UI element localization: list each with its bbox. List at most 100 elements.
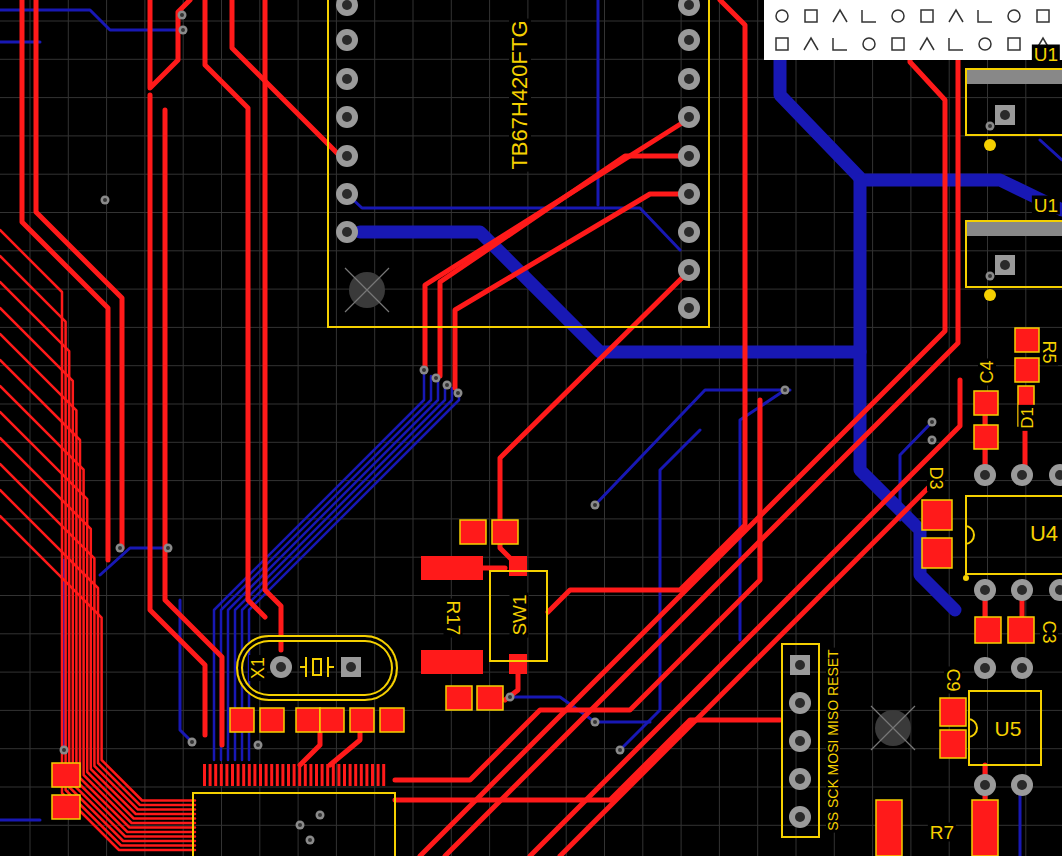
qfp-pin: [321, 764, 324, 786]
component-outline: U4: [965, 495, 1062, 575]
qfp-pin: [360, 764, 363, 786]
reference-designator: U1: [1032, 45, 1060, 64]
drill-hole: [980, 585, 990, 595]
pin1-dot: [963, 575, 969, 581]
tool-icon: [833, 10, 847, 22]
tool-icon: [805, 10, 817, 22]
smd-pad: [509, 556, 527, 576]
smd-pad: [421, 650, 483, 674]
via: [506, 693, 515, 702]
smd-pad: [296, 708, 320, 732]
round-pad: [678, 106, 700, 128]
qfp-pin: [253, 764, 256, 786]
smd-pad: [421, 556, 483, 580]
via-hole: [181, 28, 185, 32]
qfp-pin: [209, 764, 212, 786]
component-outline: U5: [968, 690, 1042, 766]
square-pad: [790, 655, 810, 675]
via-hole: [256, 743, 260, 747]
qfp-pin: [349, 764, 352, 786]
square-pad: [995, 255, 1015, 275]
drill-hole: [342, 112, 352, 122]
via: [179, 26, 188, 35]
front-trace: [265, 0, 281, 650]
round-pad: [336, 68, 358, 90]
via-hole: [422, 368, 426, 372]
drill-hole: [684, 189, 694, 199]
qfp-pin: [242, 764, 245, 786]
smd-pad: [230, 708, 254, 732]
smd-pad: [974, 391, 998, 415]
smd-pad: [975, 617, 1001, 643]
round-pad: [974, 464, 996, 486]
drill-hole: [1055, 585, 1062, 595]
smd-pad: [972, 800, 998, 856]
round-pad: [974, 774, 996, 796]
grid-line: [0, 557, 1062, 558]
qfp-outline: [193, 793, 395, 856]
via-hole: [318, 813, 322, 817]
round-pad: [678, 145, 700, 167]
via-hole: [298, 823, 302, 827]
via-hole: [308, 838, 312, 842]
reference-designator: X1: [249, 655, 267, 681]
qfp-pin: [332, 764, 335, 786]
drill-hole: [684, 265, 694, 275]
silkscreen-graphics: [300, 70, 1062, 737]
qfp-pin: [237, 764, 240, 786]
qfp-pin: [326, 764, 329, 786]
via: [254, 741, 263, 750]
smd-pad: [350, 708, 374, 732]
pin1-dot: [984, 139, 996, 151]
grid-line: [0, 365, 1062, 366]
drill-hole: [684, 35, 694, 45]
part-label: C3: [1040, 618, 1058, 645]
drill-hole: [1017, 585, 1027, 595]
pads: [52, 0, 1062, 856]
round-pad: [789, 692, 811, 714]
via-hole: [456, 391, 460, 395]
qfp-pin: [354, 764, 357, 786]
via: [420, 366, 429, 375]
pin1-band: [967, 70, 1062, 84]
drill-hole: [795, 698, 805, 708]
component-outline: X1: [236, 635, 398, 701]
via: [928, 436, 937, 445]
via-hole: [190, 740, 194, 744]
round-pad: [789, 730, 811, 752]
tool-icon: [776, 38, 788, 50]
round-pad: [336, 0, 358, 16]
via: [781, 386, 790, 395]
part-label: D3: [927, 464, 945, 491]
drill-hole: [795, 812, 805, 822]
via-hole: [988, 124, 992, 128]
round-pad: [678, 297, 700, 319]
round-pad: [789, 768, 811, 790]
back-trace: [242, 388, 452, 760]
qfp-pin: [371, 764, 374, 786]
via-hole: [930, 438, 934, 442]
tool-icon: [833, 38, 847, 50]
tool-icon: [921, 10, 933, 22]
via-hole: [166, 546, 170, 550]
round-pad: [1011, 579, 1033, 601]
qfp-pin: [309, 764, 312, 786]
front-trace: [165, 110, 222, 745]
round-pad: [678, 183, 700, 205]
grid-line: [489, 0, 490, 856]
tool-icon: [1008, 10, 1020, 22]
drill-hole: [684, 303, 694, 313]
smd-pad: [940, 698, 966, 726]
round-pad: [1011, 774, 1033, 796]
grid-line: [0, 404, 1062, 405]
reference-designator: TB67H420FTG: [509, 18, 531, 171]
grid-line: [566, 0, 567, 856]
via: [616, 746, 625, 755]
grid-line: [604, 0, 605, 856]
via-hole: [103, 198, 107, 202]
reference-designator: U4: [1028, 523, 1060, 545]
qfp-pin: [265, 764, 268, 786]
via: [986, 122, 995, 131]
front-trace: [150, 95, 205, 735]
